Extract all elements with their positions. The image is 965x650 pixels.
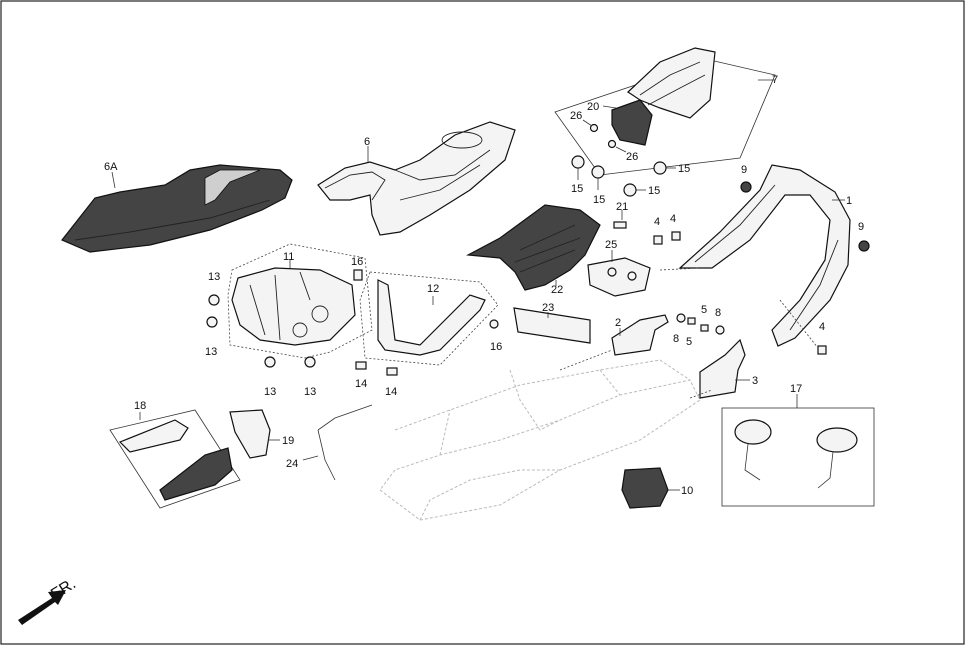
box-18 xyxy=(118,419,233,501)
label-15b: 15 xyxy=(593,194,605,206)
bush-16b xyxy=(489,319,499,329)
washer-8b xyxy=(715,325,725,335)
label-16b: 16 xyxy=(490,341,502,353)
label-4c: 4 xyxy=(819,321,825,333)
bolt-13a xyxy=(208,294,220,306)
label-8a: 8 xyxy=(673,333,679,345)
bolt-13c xyxy=(264,356,276,368)
label-19: 19 xyxy=(282,435,294,447)
bolt-14b xyxy=(386,367,398,376)
label-16a: 16 xyxy=(351,256,363,268)
leader-26a xyxy=(582,119,593,127)
screw-5b xyxy=(700,324,709,332)
dash-2 xyxy=(559,349,613,371)
label-9b: 9 xyxy=(858,221,864,233)
label-13b: 13 xyxy=(205,346,217,358)
tray-22 xyxy=(465,204,601,291)
group-12-outline xyxy=(359,271,499,366)
label-26a: 26 xyxy=(570,110,582,122)
group-17-outline xyxy=(721,407,875,507)
label-6: 6 xyxy=(364,136,370,148)
chassis-ghost xyxy=(379,359,701,521)
label-14b: 14 xyxy=(385,386,397,398)
mirrors-17 xyxy=(734,419,858,489)
leader-20 xyxy=(602,105,617,109)
label-5b: 5 xyxy=(701,304,707,316)
label-13c: 13 xyxy=(264,386,276,398)
bracket-12 xyxy=(377,279,486,356)
bolt-4c xyxy=(817,345,827,355)
label-15d: 15 xyxy=(648,185,660,197)
label-23: 23 xyxy=(542,302,554,314)
leader-24 xyxy=(302,455,319,461)
bracket-3 xyxy=(699,338,746,399)
label-2: 2 xyxy=(615,317,621,329)
bush-16a xyxy=(353,269,363,281)
rubber-23 xyxy=(513,307,591,344)
cable-24 xyxy=(317,404,373,481)
label-10: 10 xyxy=(681,485,693,497)
label-17: 17 xyxy=(790,383,802,395)
label-13d: 13 xyxy=(304,386,316,398)
leader-26b xyxy=(615,146,627,153)
bolt-13b xyxy=(206,316,218,328)
label-18: 18 xyxy=(134,400,146,412)
label-14a: 14 xyxy=(355,378,367,390)
label-26b: 26 xyxy=(626,151,638,163)
bolt-4b xyxy=(671,231,681,241)
label-6a: 6A xyxy=(104,161,118,173)
grab-rail-1 xyxy=(678,164,851,347)
label-20: 20 xyxy=(587,101,599,113)
bolt-4a xyxy=(653,235,663,245)
cap-9b xyxy=(858,240,870,252)
label-21: 21 xyxy=(616,201,628,213)
lock-25 xyxy=(587,257,651,297)
front-arrow-icon xyxy=(18,590,66,625)
cover-19 xyxy=(229,409,271,459)
relay-10 xyxy=(621,467,669,509)
label-4a: 4 xyxy=(654,216,660,228)
group-11-outline xyxy=(227,243,373,359)
label-22: 22 xyxy=(551,284,563,296)
group-18-outline xyxy=(109,409,241,509)
bracket-2 xyxy=(611,314,669,356)
washer-8a xyxy=(676,313,686,323)
label-7: 7 xyxy=(772,74,778,86)
screw-5a xyxy=(687,317,696,325)
bolt-14a xyxy=(355,361,367,370)
label-4b: 4 xyxy=(670,213,676,225)
bolt-21 xyxy=(613,221,627,229)
seat-6a xyxy=(61,164,293,253)
label-1: 1 xyxy=(846,195,852,207)
label-8b: 8 xyxy=(715,307,721,319)
bolt-13d xyxy=(304,356,316,368)
label-11: 11 xyxy=(283,251,294,263)
label-25: 25 xyxy=(605,239,617,251)
label-5a: 5 xyxy=(686,336,692,348)
pillion-seat-group xyxy=(554,47,776,176)
seat-6 xyxy=(317,121,516,236)
label-13a: 13 xyxy=(208,271,220,283)
cap-9a xyxy=(740,181,752,193)
dash-4 xyxy=(659,267,701,271)
label-15c: 15 xyxy=(678,163,690,175)
label-12: 12 xyxy=(427,283,439,295)
label-9a: 9 xyxy=(741,164,747,176)
leader-6a xyxy=(111,171,116,189)
label-24: 24 xyxy=(286,458,298,470)
label-3: 3 xyxy=(752,375,758,387)
tank-cover-11 xyxy=(231,267,356,346)
label-15a: 15 xyxy=(571,183,583,195)
